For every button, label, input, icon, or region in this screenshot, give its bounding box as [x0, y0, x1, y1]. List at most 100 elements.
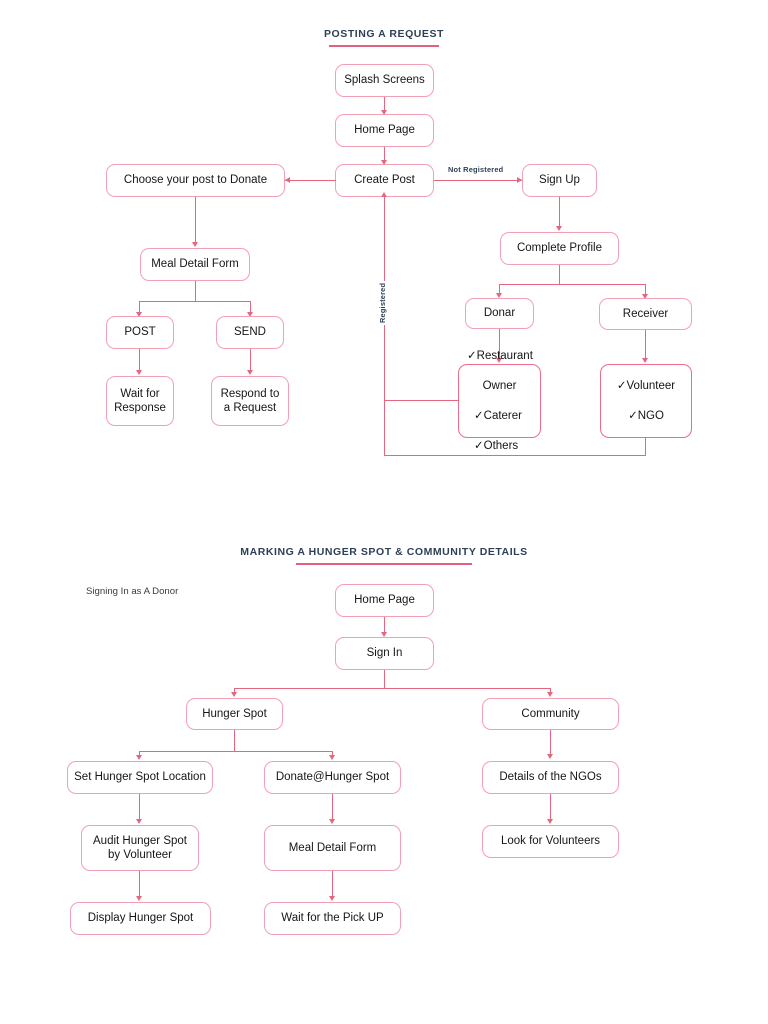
node-donar[interactable]: Donar	[465, 298, 534, 329]
edge-choose-to-meal-detail	[195, 197, 197, 245]
arrowhead-meal-detail-to-wait-pickup	[328, 896, 335, 901]
arrowhead-hunger-spot-to-donate	[328, 755, 335, 760]
edge-donar-to-donor-types	[499, 329, 501, 361]
node-wait-for-response[interactable]: Wait for Response	[106, 376, 174, 426]
arrowhead-choose-to-meal-detail	[191, 242, 198, 247]
edge-meal-detail-split-bus	[139, 301, 251, 303]
section-title-marking-a-hunger-spot: MARKING A HUNGER SPOT & COMMUNITY DETAIL…	[240, 546, 528, 558]
donor-type-item: ✓Restaurant	[467, 349, 533, 362]
donor-type-item: Owner	[482, 379, 517, 392]
section-rule-marking-a-hunger-spot	[296, 563, 472, 565]
edge-registered-trunk	[384, 197, 386, 455]
edge-complete-profile-to-receiver	[645, 284, 647, 297]
node-audit-hunger-spot-by-volunteer[interactable]: Audit Hunger Spot by Volunteer	[81, 825, 199, 871]
arrowhead-create-post-to-choose-post	[285, 176, 290, 183]
node-receiver-types[interactable]: ✓Volunteer ✓NGO	[600, 364, 692, 438]
node-community[interactable]: Community	[482, 698, 619, 730]
arrowhead-sign-up-to-complete-profile	[555, 226, 562, 231]
edge-home-to-create-post	[384, 147, 386, 164]
edge-send-to-respond	[250, 349, 252, 373]
node-sign-up[interactable]: Sign Up	[522, 164, 597, 197]
arrowhead-post-to-wait-for-response	[135, 370, 142, 375]
node-display-hunger-spot[interactable]: Display Hunger Spot	[70, 902, 211, 935]
node-donate-at-hunger-spot[interactable]: Donate@Hunger Spot	[264, 761, 401, 794]
arrowhead-sign-in-to-hunger-spot	[230, 692, 237, 697]
node-choose-your-post-to-donate[interactable]: Choose your post to Donate	[106, 164, 285, 197]
edge-home-to-sign-in	[384, 617, 386, 636]
node-wait-for-the-pick-up[interactable]: Wait for the Pick UP	[264, 902, 401, 935]
arrowhead-complete-profile-to-receiver	[641, 294, 648, 299]
node-receiver[interactable]: Receiver	[599, 298, 692, 330]
arrowhead-complete-profile-to-donar	[495, 293, 502, 298]
edge-hunger-spot-bus	[139, 751, 333, 753]
edge-hunger-spot-to-set-location	[139, 751, 141, 756]
node-meal-detail-form-1[interactable]: Meal Detail Form	[140, 248, 250, 281]
edge-receiver-types-down	[645, 438, 647, 456]
edge-create-post-to-choose-post	[285, 180, 336, 182]
edge-complete-profile-stem	[559, 265, 561, 284]
edge-complete-profile-to-donar	[499, 284, 501, 296]
node-meal-detail-form-2[interactable]: Meal Detail Form	[264, 825, 401, 871]
edge-meal-detail-to-post	[139, 301, 141, 315]
arrowhead-create-post-to-sign-up	[517, 176, 522, 183]
arrowhead-meal-detail-to-send	[246, 312, 253, 317]
edge-complete-profile-bus	[499, 284, 646, 286]
node-hunger-spot[interactable]: Hunger Spot	[186, 698, 283, 730]
edge-meal-detail-to-send	[250, 301, 252, 315]
edge-post-to-wait-for-response	[139, 349, 141, 373]
edge-sign-in-bus	[234, 688, 551, 690]
edge-receiver-types-to-registered	[384, 455, 646, 457]
arrowhead-set-location-to-audit	[135, 819, 142, 824]
edge-label-registered: Registered	[378, 280, 387, 325]
edge-sign-in-to-community	[550, 688, 552, 693]
edge-splash-to-home	[384, 97, 386, 114]
arrowhead-hunger-spot-to-set-location	[135, 755, 142, 760]
donor-type-item: ✓Caterer	[474, 409, 522, 422]
edge-sign-in-stem	[384, 670, 386, 688]
section-title-posting-a-request: POSTING A REQUEST	[324, 28, 444, 40]
edge-hunger-spot-to-donate	[332, 751, 334, 756]
edge-meal-detail-to-wait-pickup	[332, 871, 334, 898]
edge-set-location-to-audit	[139, 794, 141, 821]
receiver-type-item: ✓Volunteer	[616, 379, 676, 392]
node-look-for-volunteers[interactable]: Look for Volunteers	[482, 825, 619, 858]
edge-ngos-to-look-for-volunteers	[550, 794, 552, 821]
arrowhead-donate-to-meal-detail	[328, 819, 335, 824]
edge-sign-in-to-hunger-spot	[234, 688, 236, 693]
arrowhead-home-to-sign-in	[380, 632, 387, 637]
edge-meal-detail-stem	[195, 281, 197, 301]
node-splash-screens[interactable]: Splash Screens	[335, 64, 434, 97]
edge-sign-up-to-complete-profile	[559, 197, 561, 229]
section-rule-posting-a-request	[329, 45, 439, 47]
arrowhead-audit-to-display	[135, 896, 142, 901]
node-home-page-2[interactable]: Home Page	[335, 584, 434, 617]
arrowhead-donar-to-donor-types	[495, 358, 502, 363]
arrowhead-send-to-respond	[246, 370, 253, 375]
edge-audit-to-display	[139, 871, 141, 898]
donor-type-item: ✓Others	[474, 439, 519, 452]
edge-create-post-to-sign-up	[434, 180, 522, 182]
edge-label-not-registered: Not Registered	[446, 165, 506, 174]
arrowhead-meal-detail-to-post	[135, 312, 142, 317]
arrowhead-community-to-details-ngos	[546, 754, 553, 759]
node-respond-to-a-request[interactable]: Respond to a Request	[211, 376, 289, 426]
edge-hunger-spot-stem	[234, 730, 236, 751]
edge-receiver-to-receiver-types	[645, 330, 647, 362]
arrowhead-home-to-create-post	[380, 160, 387, 165]
arrowhead-splash-to-home	[380, 110, 387, 115]
node-donor-types[interactable]: ✓Restaurant Owner ✓Caterer ✓Others	[458, 350, 541, 452]
node-set-hunger-spot-location[interactable]: Set Hunger Spot Location	[67, 761, 213, 794]
receiver-type-item: ✓NGO	[628, 409, 664, 422]
node-details-of-the-ngos[interactable]: Details of the NGOs	[482, 761, 619, 794]
node-home-page-1[interactable]: Home Page	[335, 114, 434, 147]
arrowhead-ngos-to-look-for-volunteers	[546, 819, 553, 824]
note-signing-in-as-a-donor: Signing In as A Donor	[86, 586, 179, 597]
node-complete-profile[interactable]: Complete Profile	[500, 232, 619, 265]
node-post[interactable]: POST	[106, 316, 174, 349]
edge-donate-to-meal-detail	[332, 794, 334, 821]
node-sign-in[interactable]: Sign In	[335, 637, 434, 670]
node-send[interactable]: SEND	[216, 316, 284, 349]
arrowhead-sign-in-to-community	[546, 692, 553, 697]
edge-donor-types-to-registered	[384, 400, 459, 402]
